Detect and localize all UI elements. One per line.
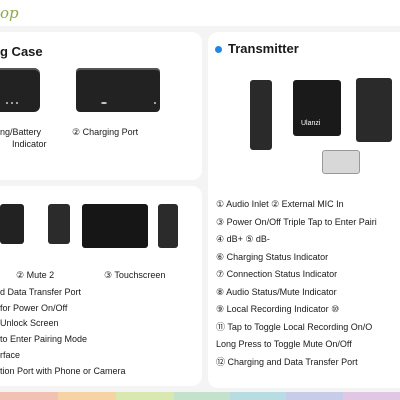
receiver-legend-item: to Enter Pairing Mode — [0, 334, 88, 345]
receiver-side-image-2 — [48, 204, 70, 244]
transmitter-legend: ① Audio Inlet ② External MIC In ③ Power … — [216, 196, 400, 371]
transmitter-bottom-image — [322, 150, 360, 174]
receiver-back-image — [158, 204, 178, 248]
stripe-segment — [286, 392, 343, 400]
receiver-legend-item: for Power On/Off — [0, 302, 68, 313]
transmitter-legend-item: ⑫ Charging and Data Transfer Port — [216, 356, 358, 367]
page-header: op — [0, 0, 400, 26]
charging-case-back-image — [76, 68, 160, 112]
receiver-legend-item: rface — [0, 349, 21, 360]
transmitter-legend-item: ⑨ Local Recording Indicator ⑩ — [216, 304, 340, 314]
transmitter-title: Transmitter — [215, 41, 299, 56]
section-bullet-icon — [215, 46, 222, 54]
receiver-legend-item: d Data Transfer Port — [0, 287, 82, 297]
charging-case-item-1-label-line2: Indicator — [12, 139, 47, 149]
transmitter-legend-item: ⑧ Audio Status/Mute Indicator — [216, 286, 337, 297]
receiver-legend-item: Unlock Screen — [0, 318, 59, 329]
receiver-item-3-label: ③ Touchscreen — [104, 270, 166, 280]
receiver-item-2-label: ② Mute 2 — [16, 270, 55, 280]
transmitter-front-image: Ulanzi — [293, 80, 341, 136]
charging-case-item-2-label: ② Charging Port — [72, 127, 139, 137]
stripe-segment — [58, 392, 116, 400]
stripe-segment — [343, 392, 400, 400]
receiver-front-image — [82, 204, 148, 248]
transmitter-brand-text: Ulanzi — [301, 120, 321, 127]
transmitter-side-image — [250, 80, 272, 150]
transmitter-legend-item: ④ dB+ ⑤ dB- — [216, 234, 270, 244]
transmitter-legend-item: ⑪ Tap to Toggle Local Recording On/O — [216, 321, 373, 332]
receiver-legend: d Data Transfer Port for Power On/Off Un… — [0, 285, 210, 379]
stripe-segment — [230, 392, 286, 400]
receiver-side-image — [0, 204, 24, 244]
charging-case-title: g Case — [0, 44, 43, 59]
charging-case-front-image — [0, 68, 40, 112]
transmitter-legend-item: ⑦ Connection Status Indicator — [216, 269, 338, 279]
brand-logo: op — [0, 4, 19, 22]
transmitter-legend-item: Long Press to Toggle Mute On/Off — [216, 339, 352, 349]
transmitter-back-image — [356, 78, 392, 142]
transmitter-legend-item: ⑥ Charging Status Indicator — [216, 251, 329, 262]
stripe-segment — [116, 392, 174, 400]
receiver-legend-item: tion Port with Phone or Camera — [0, 365, 126, 376]
transmitter-legend-item: ① Audio Inlet ② External MIC In — [216, 199, 344, 209]
stripe-segment — [174, 392, 230, 400]
transmitter-legend-item: ③ Power On/Off Triple Tap to Enter Pairi — [216, 216, 377, 227]
charging-case-item-1-label: ng/Battery — [0, 127, 42, 137]
stripe-segment — [0, 392, 58, 400]
transmitter-title-text: Transmitter — [228, 41, 299, 56]
